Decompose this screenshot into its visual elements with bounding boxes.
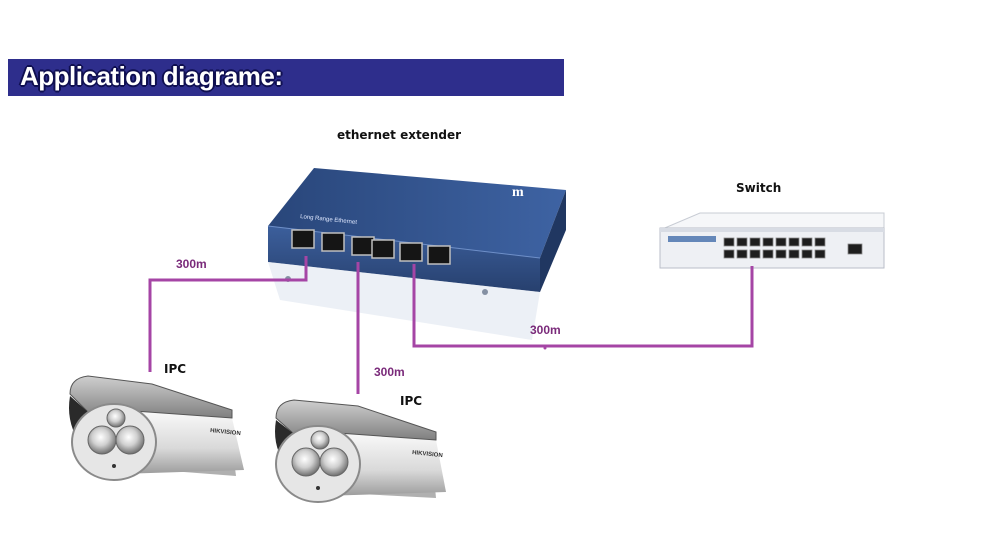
distance-switch: 300m <box>530 323 561 337</box>
extender-label: ethernet extender <box>337 128 462 142</box>
distance-camera-right: 300m <box>374 365 405 379</box>
camera-right-label: IPC <box>400 394 423 408</box>
cables <box>148 256 754 394</box>
page-title: Application diagrame: <box>20 61 283 91</box>
port-3 <box>351 236 375 256</box>
ethernet-extender: Long Range Ethernet m <box>267 168 566 340</box>
port-2 <box>321 232 345 252</box>
camera-left-brand: HIKVISION <box>210 428 241 437</box>
port-4 <box>371 239 395 259</box>
camera-left: HIKVISION <box>69 375 244 481</box>
port-5 <box>399 242 423 262</box>
extender-brand-text: Long Range Ethernet <box>300 214 358 226</box>
camera-left-label: IPC <box>164 362 187 376</box>
camera-right-brand: HIKVISION <box>412 450 443 459</box>
cable-to-switch <box>412 264 754 348</box>
distance-camera-left: 300m <box>176 257 207 271</box>
camera-right: HIKVISION <box>275 399 446 503</box>
port-6 <box>427 245 451 265</box>
port-1 <box>291 229 315 249</box>
title-banner: Application diagrame: <box>8 59 564 96</box>
switch-label: Switch <box>736 181 782 195</box>
switch-ports <box>723 237 863 259</box>
extender-logo: m <box>512 185 524 200</box>
extender-ports <box>291 229 451 265</box>
cable-to-camera-left <box>148 256 308 372</box>
network-switch <box>659 212 885 269</box>
